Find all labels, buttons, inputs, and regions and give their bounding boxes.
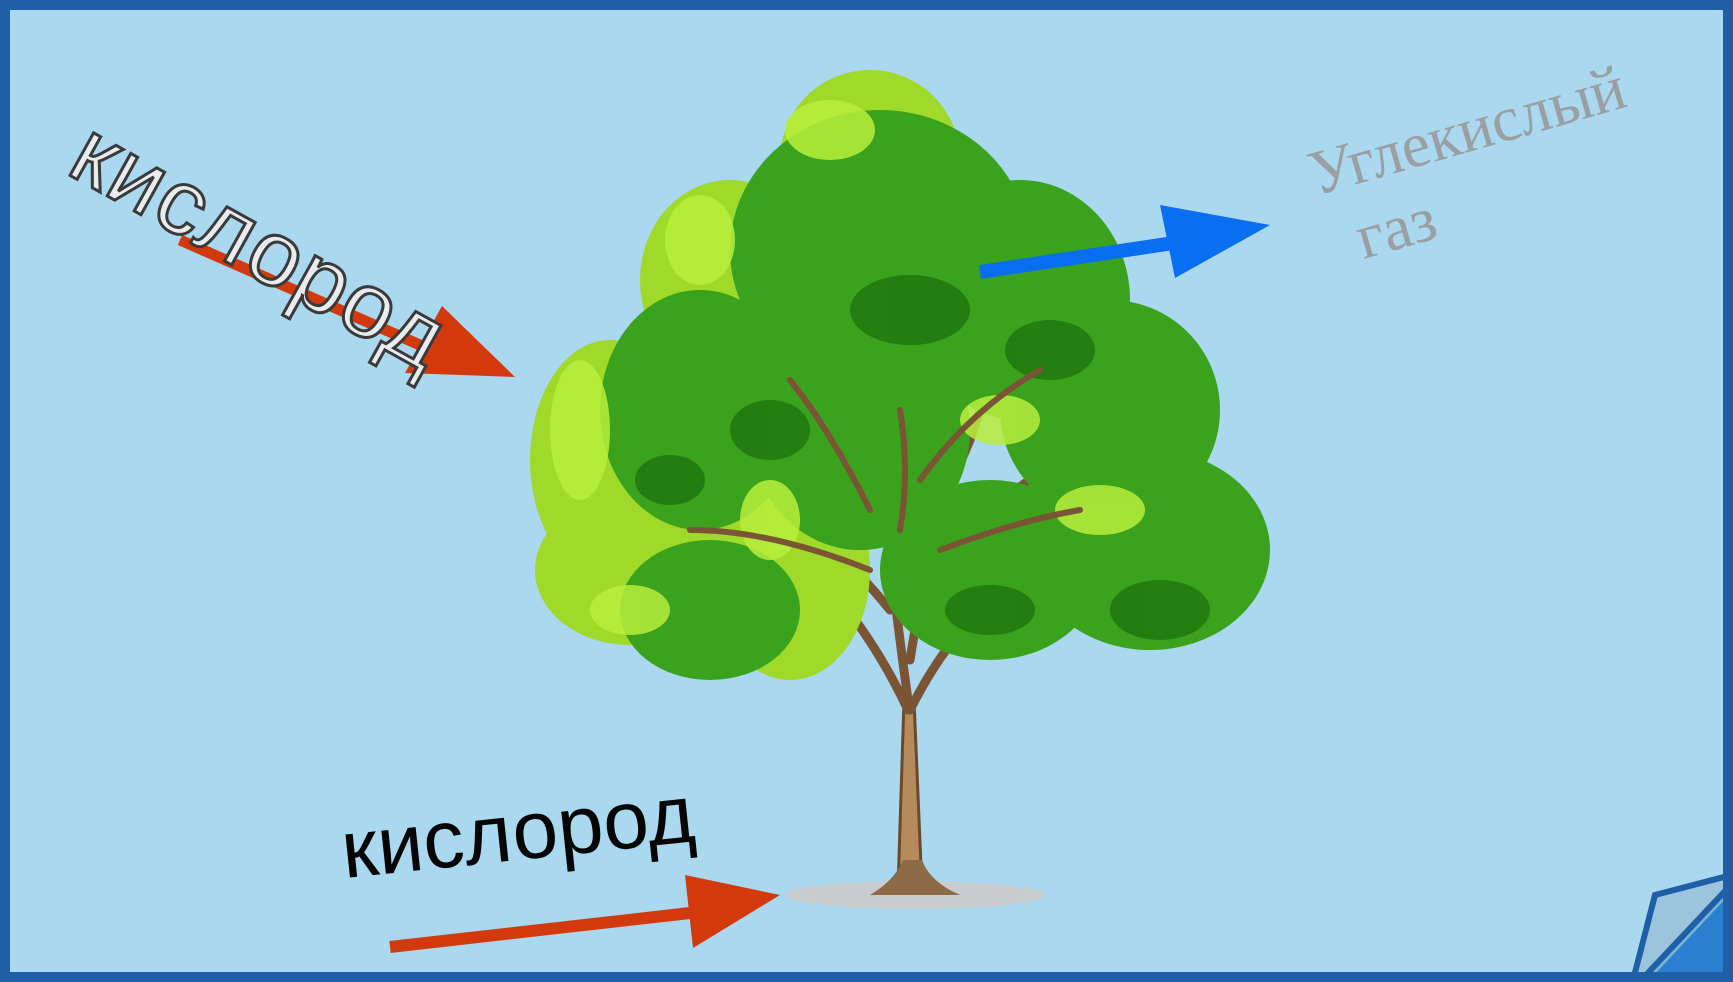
page-curl-icon (1630, 872, 1733, 982)
oxygen-arrow-bottom (390, 875, 780, 948)
tree-icon (530, 70, 1270, 895)
